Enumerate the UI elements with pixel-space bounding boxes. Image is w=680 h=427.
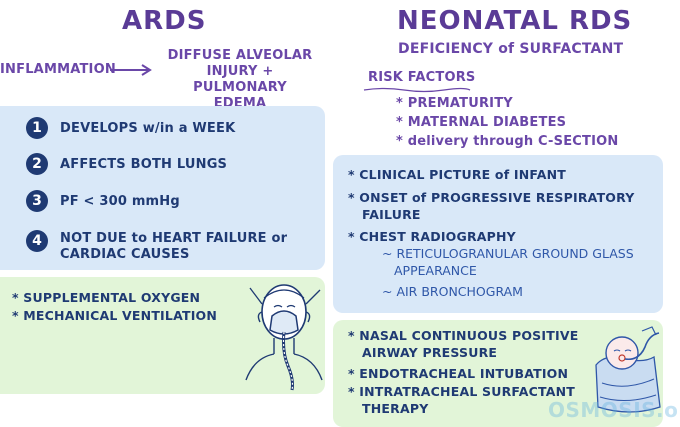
risk-factor-maternal-diabetes: * MATERNAL DIABETES: [396, 115, 567, 130]
alveolar-injury-text: DIFFUSE ALVEOLAR INJURY + PULMONARY EDEM…: [160, 48, 320, 112]
radiography-finding-ground-glass-line-1: ~ RETICULOGRANULAR GROUND GLASS: [382, 246, 634, 261]
nrds-subtitle: DEFICIENCY of SURFACTANT: [398, 41, 624, 57]
ards-criteria-box: [0, 106, 325, 270]
ards-treatment-oxygen: * SUPPLEMENTAL OXYGEN: [12, 290, 201, 305]
osmosis-watermark: OSMOSIS.org: [548, 398, 680, 422]
nrds-title: NEONATAL RDS: [397, 6, 633, 36]
criteria-number-3: 3: [26, 190, 48, 212]
risk-factor-prematurity: * PREMATURITY: [396, 96, 513, 111]
alveolar-injury-line-1: DIFFUSE ALVEOLAR: [167, 48, 313, 63]
radiography-finding-ground-glass-line-2: APPEARANCE: [394, 263, 477, 278]
alveolar-injury-line-2: INJURY + PULMONARY: [193, 64, 287, 95]
criteria-item-3: PF < 300 mmHg: [60, 194, 180, 209]
treatment-cpap-line-2: AIRWAY PRESSURE: [362, 345, 498, 360]
diagnosis-onset-line-2: FAILURE: [362, 207, 421, 222]
radiography-finding-air-bronchogram: ~ AIR BRONCHOGRAM: [382, 284, 523, 299]
criteria-number-1: 1: [26, 117, 48, 139]
criteria-item-1: DEVELOPS w/in a WEEK: [60, 121, 236, 136]
diagnosis-onset-line-1: * ONSET of PROGRESSIVE RESPIRATORY: [348, 190, 635, 205]
treatment-cpap-line-1: * NASAL CONTINUOUS POSITIVE: [348, 328, 579, 343]
treatment-surfactant-line-2: THERAPY: [362, 401, 429, 416]
infant-patient-icon: [595, 326, 661, 413]
criteria-item-2: AFFECTS BOTH LUNGS: [60, 157, 228, 172]
criteria-number-4: 4: [26, 230, 48, 252]
risk-factors-header: RISK FACTORS: [368, 70, 476, 85]
diagnosis-clinical-picture: * CLINICAL PICTURE of INFANT: [348, 167, 566, 182]
treatment-surfactant-line-1: * INTRATRACHEAL SURFACTANT: [348, 384, 575, 399]
treatment-intubation: * ENDOTRACHEAL INTUBATION: [348, 366, 569, 381]
diagnosis-chest-radiography: * CHEST RADIOGRAPHY: [348, 229, 516, 244]
criteria-item-4-line-2: CARDIAC CAUSES: [60, 247, 190, 262]
nrds-diagnosis-box: [333, 155, 663, 313]
risk-factors-underline: [363, 87, 471, 93]
criteria-item-4-line-1: NOT DUE to HEART FAILURE or: [60, 231, 288, 246]
ards-title: ARDS: [122, 6, 207, 36]
inflammation-label: INFLAMMATION: [0, 62, 116, 77]
arrow-right-icon: [110, 64, 152, 76]
ards-treatment-ventilation: * MECHANICAL VENTILATION: [12, 308, 218, 323]
risk-factor-c-section: * delivery through C-SECTION: [396, 134, 619, 149]
criteria-number-2: 2: [26, 153, 48, 175]
oxygen-mask-patient-icon: [245, 284, 323, 391]
